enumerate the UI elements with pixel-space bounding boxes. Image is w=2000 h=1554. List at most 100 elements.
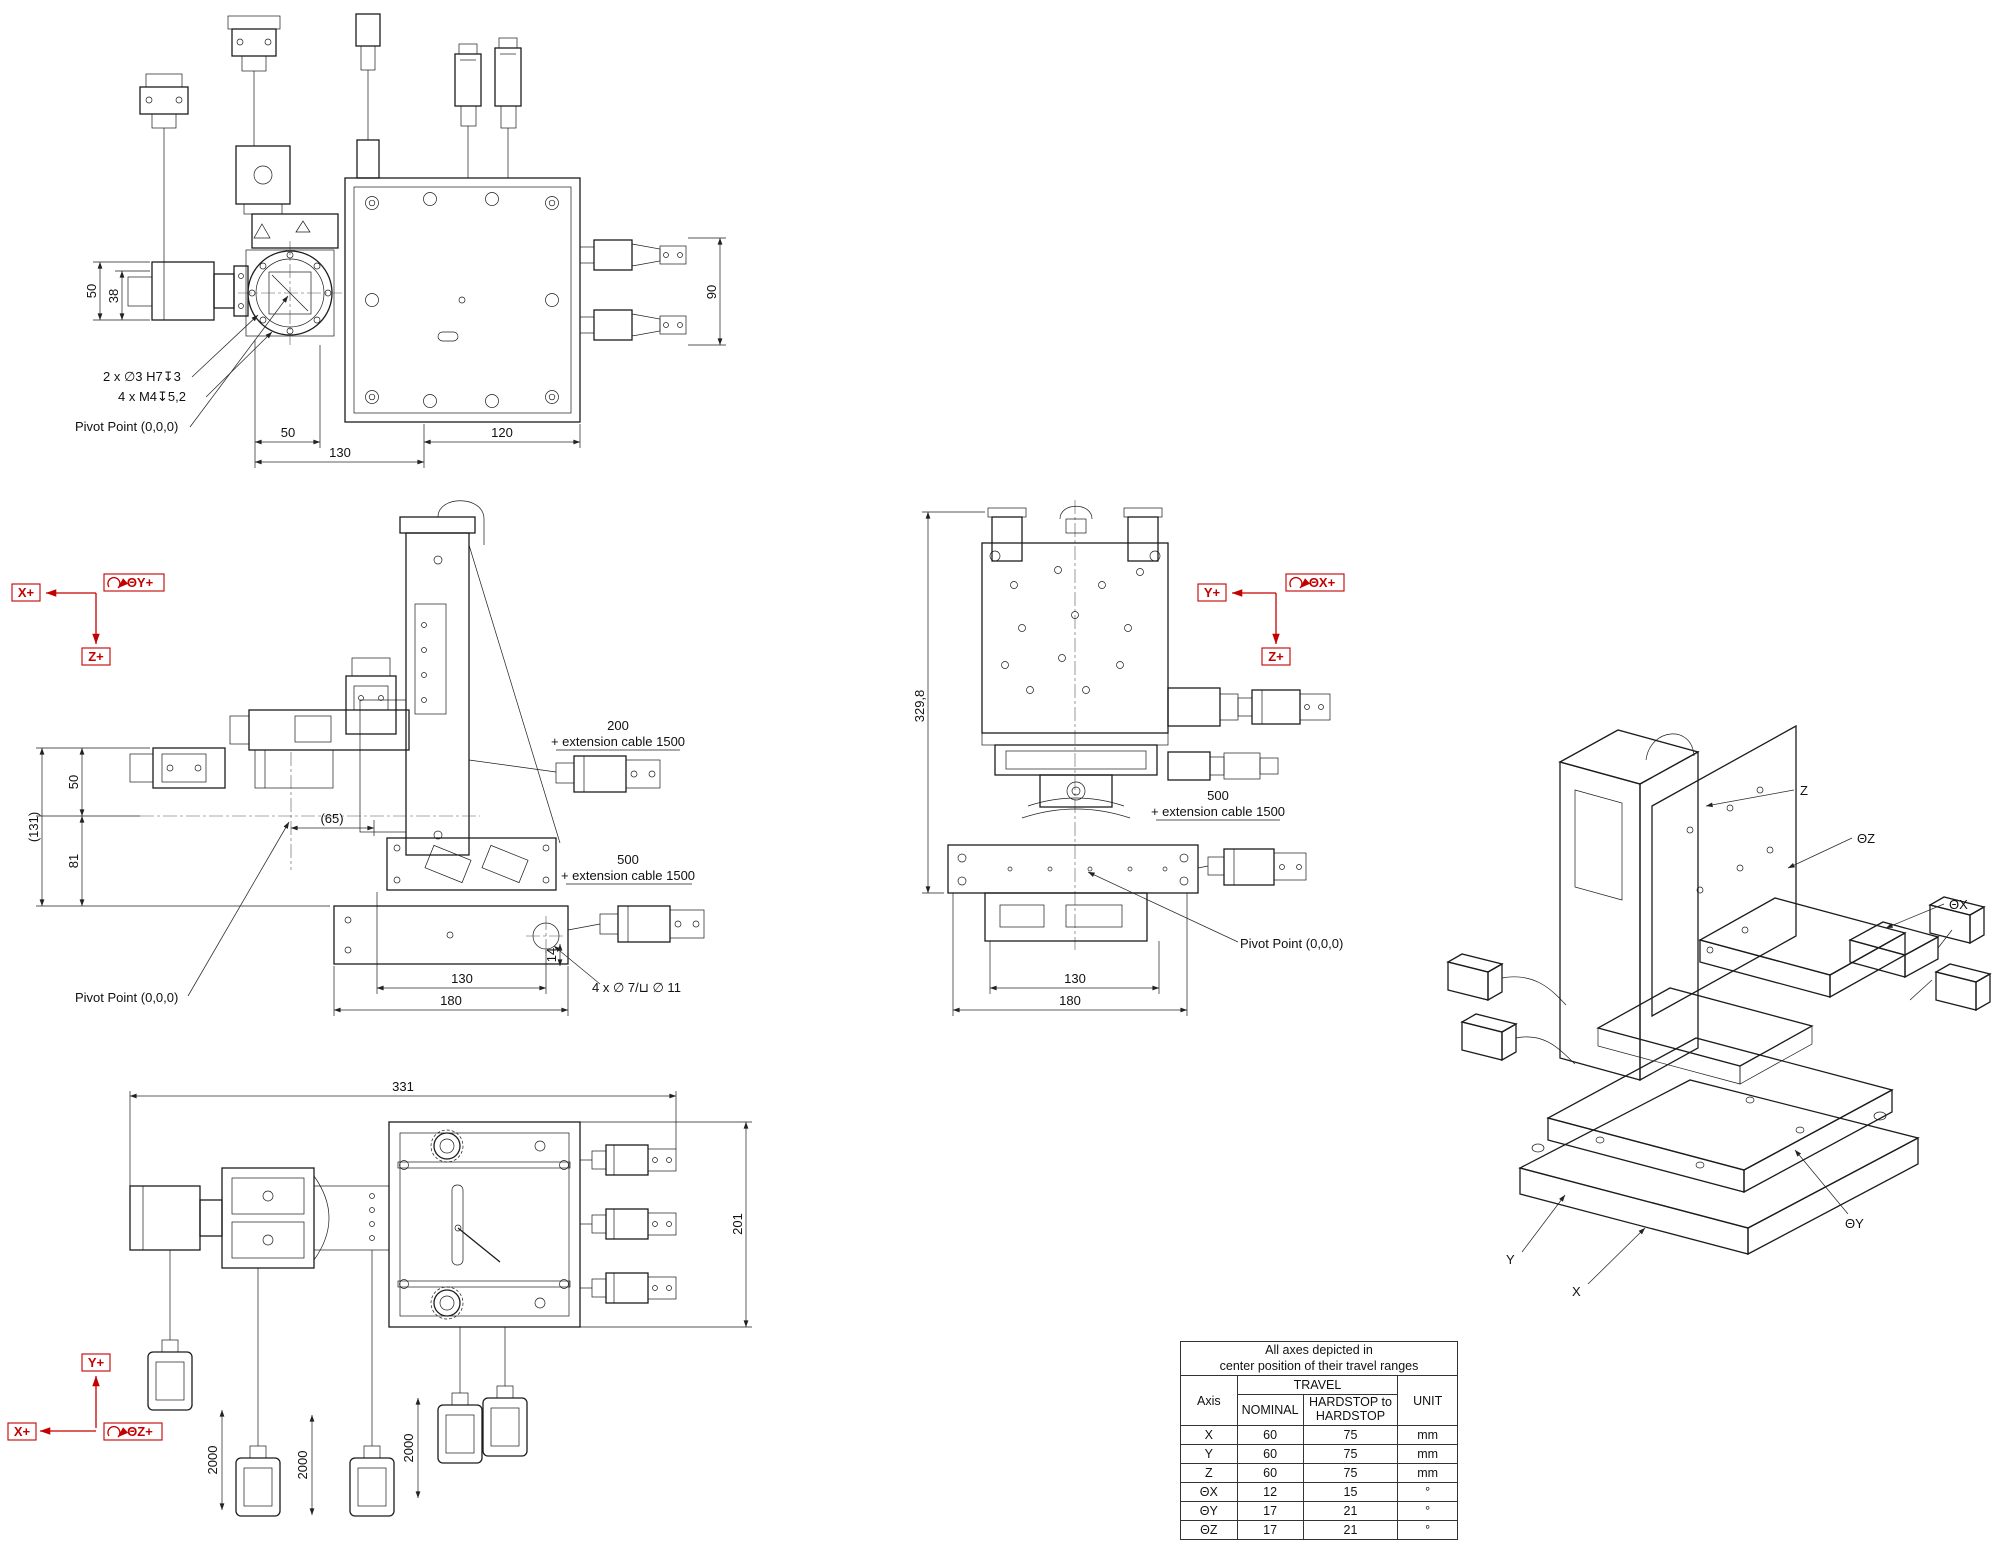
table-note-row: All axes depicted in center position of … <box>1180 1340 1458 1377</box>
dsub-connector <box>579 239 687 341</box>
front-view: X+ ΘY+ Z+ <box>11 500 705 1016</box>
dim-label: 50 <box>281 425 295 440</box>
axis-label-theta-z: ΘZ+ <box>127 1424 153 1439</box>
dsub-connector <box>1197 848 1307 886</box>
front-view-axis-indicator: X+ ΘY+ Z+ <box>11 573 165 666</box>
note-pivot-point: Pivot Point (0,0,0) <box>75 419 178 434</box>
iso-label-theta-z: ΘZ <box>1857 831 1875 846</box>
cable-connector <box>349 1250 395 1517</box>
top-view: 50 38 90 50 120 130 2 x ∅3 H7↧3 4 x M4↧5… <box>75 13 726 468</box>
iso-machine <box>1446 724 1992 1256</box>
side-view: Y+ ΘX+ Z+ 329,8 130 180 500 + extension <box>912 500 1345 1016</box>
col-header-nominal: NOMINAL <box>1236 1394 1304 1426</box>
cable-plug <box>355 13 381 179</box>
rotation-arrow-icon <box>107 1425 129 1438</box>
dsub-connector <box>1167 687 1331 727</box>
dim-label: 38 <box>106 289 121 303</box>
top-view-notes: 2 x ∅3 H7↧3 4 x M4↧5,2 Pivot Point (0,0,… <box>75 295 289 434</box>
dim-label: 90 <box>704 285 719 299</box>
col-header-axis: Axis <box>1180 1375 1238 1426</box>
dim-label: 130 <box>1064 971 1086 986</box>
rotation-arrow-icon <box>107 576 129 589</box>
dsub-connector <box>468 755 661 793</box>
bottom-view-machine <box>129 1121 677 1517</box>
cable-plug <box>1167 751 1279 781</box>
iso-label-z: Z <box>1800 783 1808 798</box>
col-header-unit: UNIT <box>1397 1375 1458 1426</box>
front-view-notes: 200 + extension cable 1500 500 + extensi… <box>75 718 695 1005</box>
side-view-dimensions: 329,8 130 180 <box>912 511 1188 1016</box>
dim-label: 120 <box>491 425 513 440</box>
dim-label: 331 <box>392 1079 414 1094</box>
table-row: Y 60 75 mm <box>1180 1443 1458 1464</box>
cable-length-label: 200 <box>607 718 629 733</box>
col-header-hardstop: HARDSTOP to HARDSTOP <box>1302 1394 1399 1426</box>
dsub-connector <box>580 1144 677 1176</box>
cable-connector <box>482 1327 528 1457</box>
dsub-connector <box>580 1272 677 1304</box>
cable-extension-label: + extension cable 1500 <box>561 868 695 883</box>
table-row: X 60 75 mm <box>1180 1424 1458 1445</box>
dsub-connector <box>1934 963 1992 1012</box>
dsub-connector <box>227 15 291 215</box>
side-view-axis-indicator: Y+ ΘX+ Z+ <box>1197 573 1345 666</box>
dim-label: 201 <box>730 1213 745 1235</box>
top-view-machine <box>127 13 687 423</box>
iso-label-theta-y: ΘY <box>1845 1216 1864 1231</box>
iso-label-x: X <box>1572 1284 1581 1299</box>
cable-length-label: 500 <box>1207 788 1229 803</box>
dim-label: 180 <box>1059 993 1081 1008</box>
dim-label: 14 <box>544 948 559 962</box>
dsub-connector <box>580 1208 677 1240</box>
table-row: ΘX 12 15 ° <box>1180 1481 1458 1502</box>
cable-extension-label: + extension cable 1500 <box>551 734 685 749</box>
table-row: Z 60 75 mm <box>1180 1462 1458 1483</box>
dsub-connector <box>567 905 705 943</box>
dim-label: 130 <box>329 445 351 460</box>
dim-label: (65) <box>320 811 343 826</box>
iso-label-y: Y <box>1506 1252 1515 1267</box>
iso-labels: Z ΘZ ΘX ΘY Y X <box>1506 783 1968 1299</box>
axis-label-y: Y+ <box>1204 585 1221 600</box>
dim-label: (131) <box>26 812 41 842</box>
note-thread-holes: 4 x M4↧5,2 <box>118 389 186 404</box>
table-travel-row: Axis TRAVEL UNIT <box>1180 1375 1458 1426</box>
dim-label: 2000 <box>205 1446 220 1475</box>
table-row: ΘZ 17 21 ° <box>1180 1519 1458 1540</box>
dim-label: 130 <box>451 971 473 986</box>
axis-label-z: Z+ <box>1268 649 1284 664</box>
table-note-line2: center position of their travel ranges <box>1219 1358 1419 1373</box>
axis-label-theta-x: ΘX+ <box>1309 575 1336 590</box>
note-pivot-point: Pivot Point (0,0,0) <box>1240 936 1343 951</box>
rotation-arrow-icon <box>1289 576 1311 589</box>
cable-length-label: 500 <box>617 852 639 867</box>
dsub-connector <box>139 73 189 262</box>
dim-label: 50 <box>66 775 81 789</box>
note-mounting-holes: 4 x ∅ 7/⊔ ∅ 11 <box>592 980 681 995</box>
axis-label-theta-y: ΘY+ <box>127 575 154 590</box>
dim-label: 329,8 <box>912 690 927 723</box>
dim-label: 180 <box>440 993 462 1008</box>
axis-label-z: Z+ <box>88 649 104 664</box>
note-dowel-holes: 2 x ∅3 H7↧3 <box>103 369 181 384</box>
front-view-dimensions: 50 81 (131) (65) 130 180 14 <box>26 747 569 1016</box>
dim-label: 81 <box>66 854 81 868</box>
cable-plug <box>454 37 522 178</box>
table-travel-header: TRAVEL <box>1236 1375 1399 1396</box>
bottom-view-dimensions: 331 201 2000 2000 2000 <box>129 1079 752 1516</box>
cable-connector <box>147 1250 193 1411</box>
side-view-notes: 500 + extension cable 1500 Pivot Point (… <box>1087 788 1343 951</box>
isometric-view: Z ΘZ ΘX ΘY Y X <box>1446 724 1992 1299</box>
table-note-line1: All axes depicted in <box>1265 1343 1373 1357</box>
front-view-machine <box>129 500 705 965</box>
dsub-connector <box>1446 953 1567 1006</box>
bottom-view: 331 201 2000 2000 2000 Y+ X+ ΘZ+ <box>7 1079 752 1517</box>
note-pivot-point: Pivot Point (0,0,0) <box>75 990 178 1005</box>
dsub-connector <box>1460 1013 1576 1065</box>
axis-label-x: X+ <box>14 1424 31 1439</box>
dim-label: 2000 <box>295 1451 310 1480</box>
dim-label: 50 <box>84 284 99 298</box>
cable-connector <box>235 1268 281 1517</box>
